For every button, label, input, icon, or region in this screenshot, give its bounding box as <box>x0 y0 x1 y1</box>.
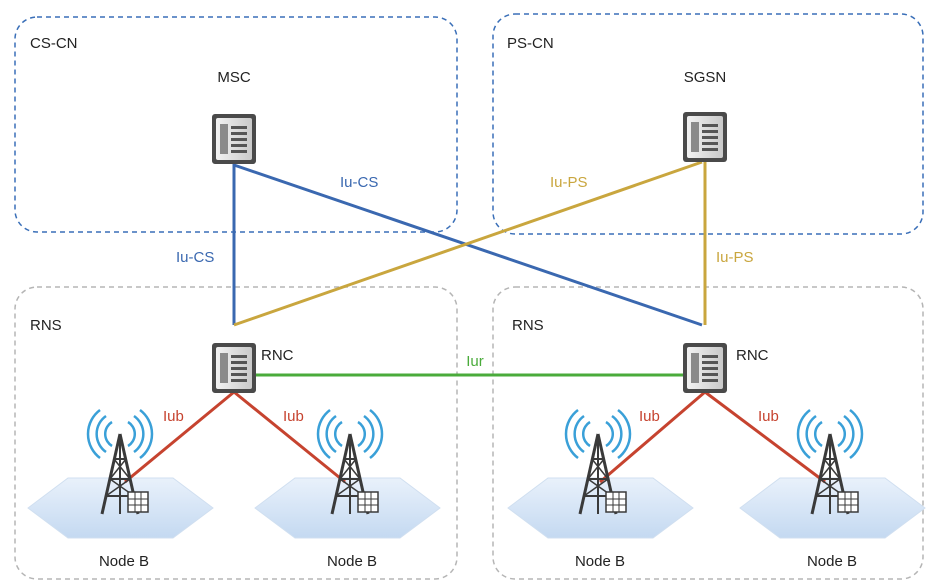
iu-cs-vertical-label: Iu-CS <box>176 249 214 266</box>
iub-3-line <box>599 390 706 484</box>
iub-2-line <box>233 390 346 484</box>
rnc-left-server-icon <box>212 343 256 393</box>
iub-2-label: Iub <box>283 408 304 425</box>
ps-cn-label: PS-CN <box>507 35 554 52</box>
cs-cn-domain-box <box>14 16 458 233</box>
ps-cn-domain-box <box>492 13 924 235</box>
iur-label: Iur <box>466 353 484 370</box>
iu-ps-cross-line <box>233 160 703 327</box>
node-b-3-label: Node B <box>575 553 625 570</box>
iub-3-label: Iub <box>639 408 660 425</box>
iub-1-line <box>124 390 235 484</box>
iub-4-line <box>704 390 826 484</box>
iub-1-label: Iub <box>163 408 184 425</box>
sgsn-label: SGSN <box>684 69 727 86</box>
node-b-2-label: Node B <box>327 553 377 570</box>
msc-label: MSC <box>217 69 251 86</box>
cs-cn-label: CS-CN <box>30 35 78 52</box>
rns-left-domain-box <box>14 286 458 580</box>
rnc-right-label: RNC <box>736 347 769 364</box>
sgsn-server-icon <box>683 112 727 162</box>
rns-left-label: RNS <box>30 317 62 334</box>
node-b-1-label: Node B <box>99 553 149 570</box>
iu-cs-cross-label: Iu-CS <box>340 174 378 191</box>
iu-ps-cross-label: Iu-PS <box>550 174 588 191</box>
iub-4-label: Iub <box>758 408 779 425</box>
msc-server-icon <box>212 114 256 164</box>
rns-right-label: RNS <box>512 317 544 334</box>
rnc-right-server-icon <box>683 343 727 393</box>
rnc-left-label: RNC <box>261 347 294 364</box>
iu-ps-vertical-label: Iu-PS <box>716 249 754 266</box>
rns-right-domain-box <box>492 286 924 580</box>
node-b-4-label: Node B <box>807 553 857 570</box>
